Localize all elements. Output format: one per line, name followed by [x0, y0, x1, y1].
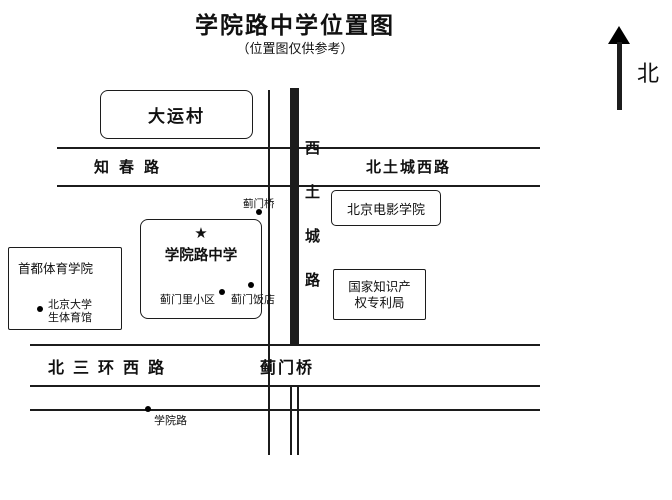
road-xitucheng-bar	[290, 88, 299, 346]
road-south-frontage-line	[30, 409, 540, 411]
building-patent-office-label-line2: 权专利局	[354, 295, 405, 310]
pku-gym-label-line2: 生体育馆	[48, 312, 92, 324]
jimenli-community-dot	[219, 289, 225, 295]
building-film-academy-label: 北京电影学院	[346, 201, 425, 217]
road-sanhuan-bottom-edge	[30, 385, 540, 387]
jimenqiao-bridge-dot	[256, 209, 262, 215]
building-dayuncun: 大运村	[100, 90, 253, 139]
page-title: 学院路中学位置图	[195, 12, 395, 38]
jimen-hotel-dot	[248, 282, 254, 288]
north-arrow-shaft	[617, 42, 622, 110]
building-school-label: 学院路中学	[164, 248, 238, 264]
building-capital-sports-label: 首都体育学院	[18, 262, 94, 276]
school-star-icon: ★	[194, 225, 208, 242]
building-patent-office-label-line1: 国家知识产	[348, 279, 411, 294]
pku-gym-label-line1: 北京大学	[48, 299, 92, 311]
jimen-hotel-label: 蓟门饭店	[231, 294, 275, 306]
north-label: 北	[637, 61, 660, 86]
road-sanhuan-top-edge	[30, 344, 540, 346]
building-patent-office: 国家知识产 权专利局	[333, 269, 426, 320]
road-label-zhichun: 知春路	[94, 159, 170, 176]
jimenli-community-label: 蓟门里小区	[160, 294, 215, 306]
road-xueyuan-vertical-line	[268, 90, 270, 455]
north-arrow-icon	[608, 26, 630, 44]
road-label-jimenqiao: 蓟门桥	[260, 360, 315, 377]
road-label-beituchengxi: 北土城西路	[366, 159, 452, 176]
road-south-continuation-right	[297, 387, 299, 455]
road-south-continuation-left	[290, 387, 292, 455]
road-label-xueyuanlu: 学院路	[154, 415, 187, 427]
building-dayuncun-label: 大运村	[148, 107, 205, 126]
xueyuanlu-road-dot	[145, 406, 151, 412]
building-capital-sports: 首都体育学院 北京大学 生体育馆	[8, 247, 122, 330]
page-subtitle: （位置图仅供参考）	[236, 41, 354, 56]
building-film-academy: 北京电影学院	[331, 190, 441, 226]
jimenqiao-bridge-label: 蓟门桥	[243, 198, 275, 210]
pku-gym-marker-dot	[37, 306, 43, 312]
road-label-beisanhuanxi: 北三环西路	[48, 360, 174, 377]
building-school: ★ 学院路中学	[140, 219, 262, 319]
road-label-xitucheng: 西土城路	[303, 140, 320, 316]
